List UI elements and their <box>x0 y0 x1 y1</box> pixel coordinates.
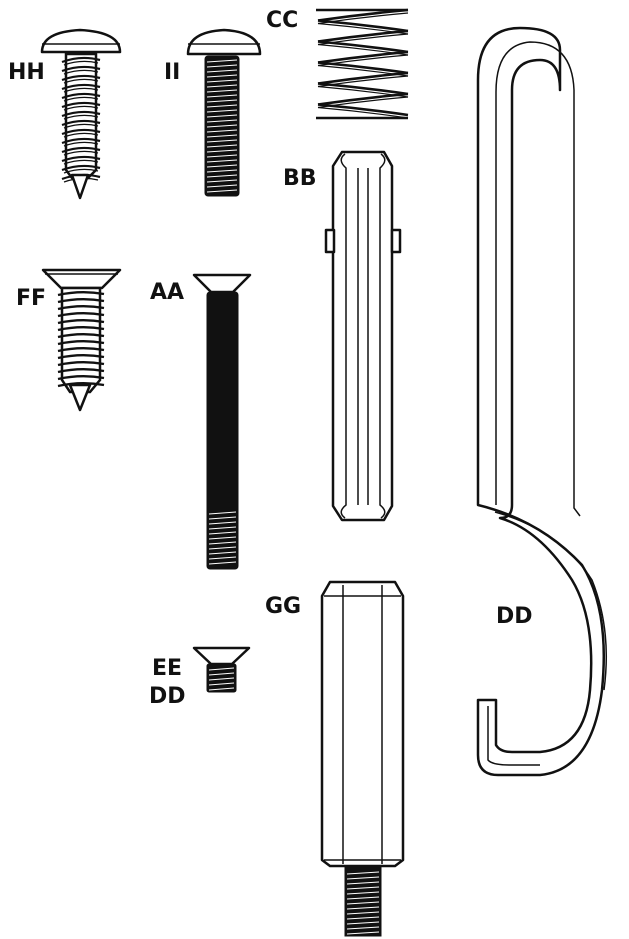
bb-spacer-bar <box>324 150 402 522</box>
label-hh: HH <box>8 60 45 85</box>
label-dd-hook: DD <box>496 604 533 629</box>
hh-tapping-screw <box>40 28 122 200</box>
aa-machine-screw <box>192 273 252 570</box>
label-gg: GG <box>265 594 302 619</box>
label-ii: II <box>164 60 181 85</box>
label-ff: FF <box>16 286 47 311</box>
ff-tapping-screw <box>41 268 122 412</box>
label-dd-small: DD <box>149 684 186 709</box>
dd-j-hook <box>476 26 608 777</box>
ee-short-screw <box>192 646 251 693</box>
gg-hex-standoff <box>320 580 405 937</box>
label-aa: AA <box>150 280 185 305</box>
label-cc: CC <box>266 8 299 33</box>
label-bb: BB <box>283 166 317 191</box>
label-ee: EE <box>152 656 183 681</box>
cc-spring <box>316 8 409 120</box>
ii-machine-screw <box>186 28 262 197</box>
